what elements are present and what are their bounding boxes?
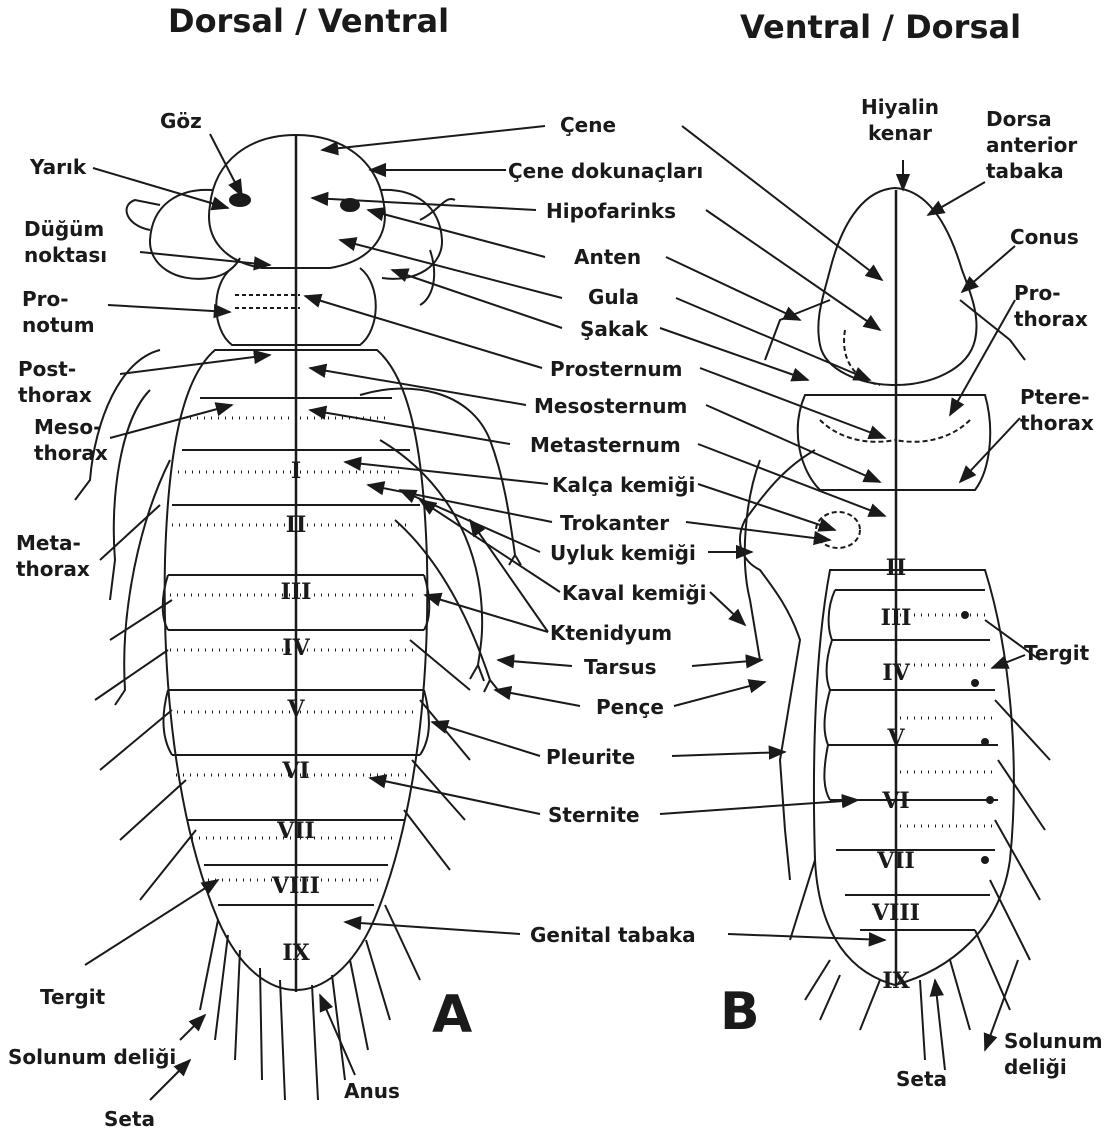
label-tarsus: Tarsus: [584, 654, 656, 680]
seg-a-6: VI: [281, 758, 309, 784]
label-dugum-l2: noktası: [24, 242, 107, 268]
label-genital-tabaka: Genital tabaka: [530, 922, 696, 948]
label-prothorax-l1: Pro-: [1014, 280, 1088, 306]
seg-a-8: VIII: [271, 873, 320, 899]
label-dorsa-l1: Dorsa: [986, 106, 1077, 132]
label-mesosternum: Mesosternum: [534, 393, 687, 419]
seg-b-3: III: [881, 605, 912, 631]
seg-b-8: VIII: [871, 900, 920, 926]
label-solunum-b: Solunum deliği: [1004, 1028, 1103, 1080]
label-prosternum: Prosternum: [550, 356, 682, 382]
seg-a-7: VII: [276, 818, 315, 844]
label-anus: Anus: [344, 1078, 400, 1104]
label-gula: Gula: [588, 284, 639, 310]
label-solunum-b-l2: deliği: [1004, 1054, 1103, 1080]
panel-label-a: A: [432, 985, 472, 1045]
label-pterethorax: Ptere- thorax: [1020, 384, 1094, 436]
seg-b-5: V: [886, 725, 905, 751]
label-postthorax-l2: thorax: [18, 382, 92, 408]
label-yarik: Yarık: [30, 154, 86, 180]
label-solunum-a: Solunum deliği: [8, 1044, 176, 1070]
seg-b-7: VII: [876, 848, 915, 874]
seg-b-4: IV: [882, 660, 910, 686]
label-solunum-b-l1: Solunum: [1004, 1028, 1103, 1054]
panel-label-b: B: [720, 982, 760, 1042]
seg-a-2: II: [286, 512, 307, 538]
seg-a-5: V: [286, 696, 305, 722]
label-goz: Göz: [160, 108, 202, 134]
label-ktenidyum: Ktenidyum: [550, 620, 672, 646]
label-mesothorax-l2: thorax: [34, 440, 108, 466]
seg-a-4: IV: [282, 635, 310, 661]
label-metathorax-l1: Meta-: [16, 530, 90, 556]
title-right: Ventral / Dorsal: [740, 8, 1021, 46]
label-pronotum-l1: Pro-: [22, 286, 95, 312]
label-seta-a: Seta: [104, 1106, 155, 1132]
seg-a-1: I: [291, 458, 301, 484]
label-anten: Anten: [574, 244, 641, 270]
label-dugum-l1: Düğüm: [24, 216, 107, 242]
label-dorsa-l2: anterior: [986, 132, 1077, 158]
label-metasternum: Metasternum: [530, 432, 681, 458]
label-mesothorax: Meso- thorax: [34, 414, 108, 466]
label-dugum: Düğüm noktası: [24, 216, 107, 268]
label-conus: Conus: [1010, 224, 1079, 250]
label-hiyalin-l1: Hiyalin: [850, 94, 950, 120]
label-hiyalin-kenar: Hiyalin kenar: [850, 94, 950, 146]
label-pterethorax-l2: thorax: [1020, 410, 1094, 436]
label-dorsa-l3: tabaka: [986, 158, 1077, 184]
label-hipofarinks: Hipofarinks: [546, 198, 676, 224]
label-seta-b: Seta: [896, 1066, 947, 1092]
label-trokanter: Trokanter: [560, 510, 669, 536]
label-pterethorax-l1: Ptere-: [1020, 384, 1094, 410]
label-postthorax-l1: Post-: [18, 356, 92, 382]
seg-a-3: III: [281, 579, 312, 605]
label-pronotum-l2: notum: [22, 312, 95, 338]
label-cene: Çene: [560, 112, 616, 138]
label-mesothorax-l1: Meso-: [34, 414, 108, 440]
seg-b-9: IX: [882, 968, 910, 994]
seg-b-6: VI: [881, 788, 909, 814]
seg-a-9: IX: [282, 940, 310, 966]
label-cene-dokunaclari: Çene dokunaçları: [508, 158, 703, 184]
label-pleurite: Pleurite: [546, 744, 635, 770]
label-metathorax: Meta- thorax: [16, 530, 90, 582]
label-tergit-a: Tergit: [40, 984, 105, 1010]
title-left: Dorsal / Ventral: [168, 2, 449, 40]
label-pence: Pençe: [596, 694, 664, 720]
label-dorsa-anterior: Dorsa anterior tabaka: [986, 106, 1077, 184]
label-prothorax: Pro- thorax: [1014, 280, 1088, 332]
label-kalca-kemigi: Kalça kemiği: [552, 472, 695, 498]
label-kaval-kemigi: Kaval kemiği: [562, 580, 707, 606]
label-postthorax: Post- thorax: [18, 356, 92, 408]
seg-b-2: II: [886, 555, 907, 581]
label-uyluk-kemigi: Uyluk kemiği: [550, 540, 696, 566]
label-pronotum: Pro- notum: [22, 286, 95, 338]
label-metathorax-l2: thorax: [16, 556, 90, 582]
label-prothorax-l2: thorax: [1014, 306, 1088, 332]
label-hiyalin-l2: kenar: [850, 120, 950, 146]
label-sternite: Sternite: [548, 802, 640, 828]
label-tergit-b: Tergit: [1024, 640, 1089, 666]
label-sakak: Şakak: [580, 316, 648, 342]
